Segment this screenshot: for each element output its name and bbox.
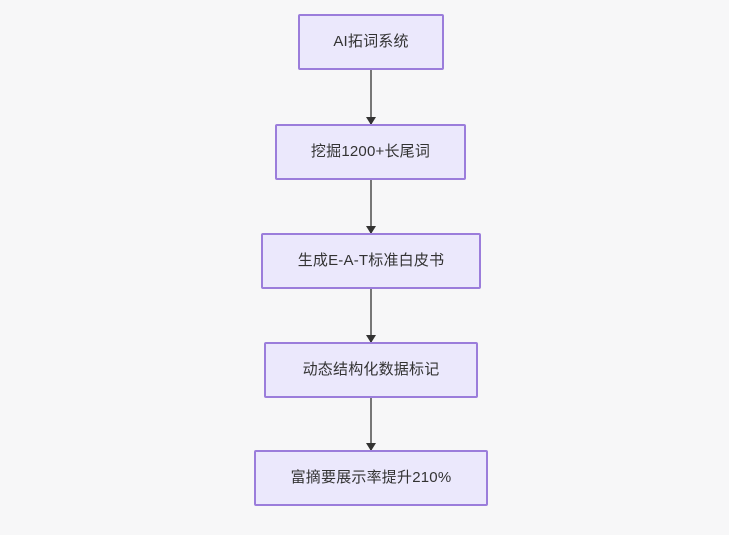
arrow-down-icon <box>366 443 376 451</box>
flowchart-node-3[interactable]: 生成E-A-T标准白皮书 <box>261 233 481 289</box>
flowchart-node-5-label: 富摘要展示率提升210% <box>290 469 452 486</box>
flowchart-node-2-label: 挖掘1200+长尾词 <box>310 143 431 160</box>
flowchart-node-2[interactable]: 挖掘1200+长尾词 <box>275 124 466 180</box>
flowchart-edge-2 <box>364 180 378 234</box>
flowchart-node-4-label: 动态结构化数据标记 <box>302 361 440 378</box>
flowchart-node-5[interactable]: 富摘要展示率提升210% <box>254 450 488 506</box>
arrow-down-icon <box>366 226 376 234</box>
edge-line <box>370 70 372 124</box>
arrow-down-icon <box>366 335 376 343</box>
flowchart-node-1-label: AI拓词系统 <box>333 33 409 50</box>
edge-line <box>370 289 372 342</box>
edge-line <box>370 180 372 233</box>
edge-line <box>370 398 372 450</box>
flowchart-node-3-label: 生成E-A-T标准白皮书 <box>297 252 445 269</box>
flowchart-node-4[interactable]: 动态结构化数据标记 <box>264 342 478 398</box>
flowchart-edge-3 <box>364 289 378 343</box>
flowchart-node-1[interactable]: AI拓词系统 <box>298 14 444 70</box>
flowchart-edge-1 <box>364 70 378 125</box>
arrow-down-icon <box>366 117 376 125</box>
flowchart-edge-4 <box>364 398 378 451</box>
